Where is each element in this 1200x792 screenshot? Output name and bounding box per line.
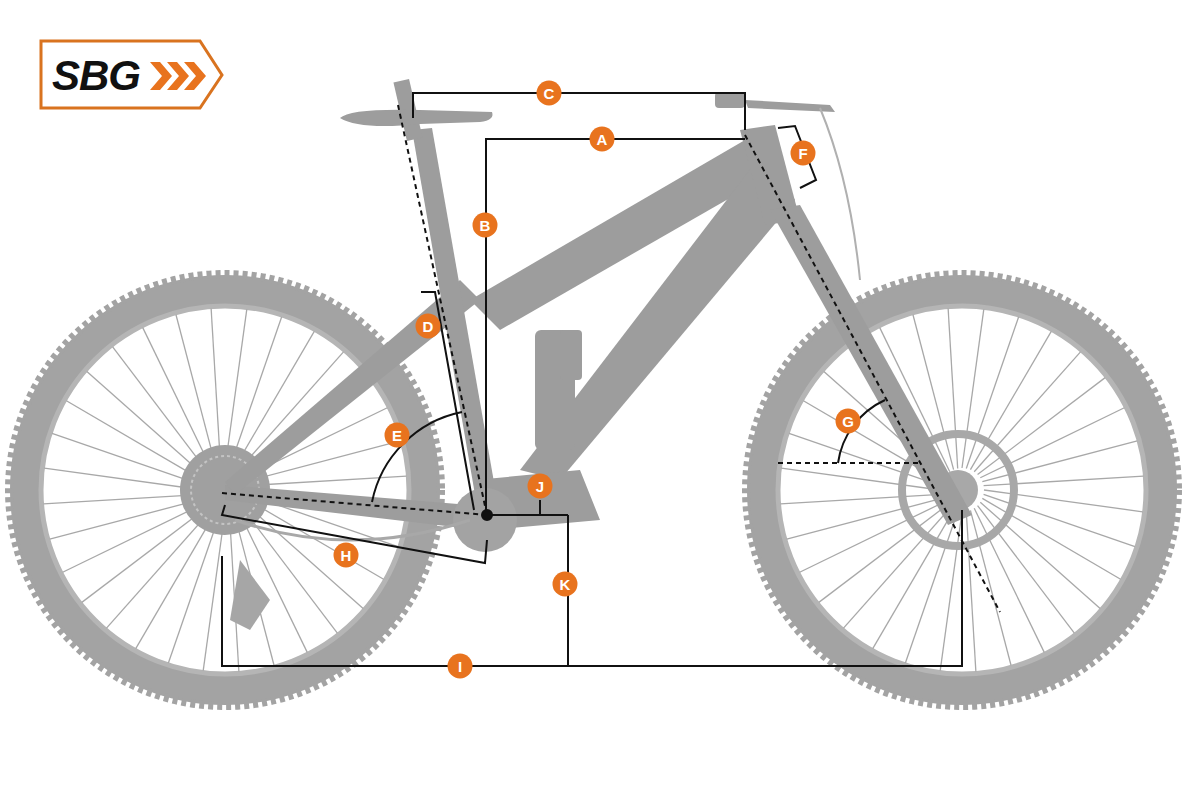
spoke	[87, 371, 207, 477]
spoke	[980, 408, 1124, 478]
geometry-lines	[222, 93, 1000, 666]
callout-number: I	[448, 654, 473, 679]
callout-number: K	[553, 572, 578, 597]
spoke	[176, 315, 217, 470]
spoke	[44, 468, 203, 490]
spoke	[50, 498, 205, 539]
logo-box: SBG	[52, 55, 140, 97]
callout-number: J	[528, 474, 553, 499]
callout-number: A	[590, 127, 615, 152]
callout-number: F	[791, 141, 816, 166]
spoke	[63, 502, 207, 572]
bike-frame	[225, 79, 972, 630]
spoke	[843, 508, 949, 628]
spoke	[974, 352, 1080, 472]
spoke	[143, 328, 213, 472]
callout-number: H	[334, 543, 359, 568]
callout-number: D	[416, 314, 441, 339]
spoke	[106, 508, 212, 628]
spoke	[966, 512, 976, 672]
spoke	[211, 309, 221, 469]
spoke	[225, 309, 247, 468]
spoke	[984, 476, 1144, 486]
spoke	[52, 433, 203, 485]
spoke	[781, 494, 941, 504]
spoke	[905, 512, 957, 663]
spoke	[962, 309, 984, 468]
logo-outline	[41, 41, 222, 108]
spoke	[948, 309, 958, 469]
spoke	[44, 494, 204, 504]
callout-number: E	[385, 423, 410, 448]
spoke	[247, 476, 407, 486]
spoke	[974, 508, 1044, 652]
callout-number: G	[836, 409, 861, 434]
logo-chevrons	[150, 62, 206, 90]
spoke	[980, 502, 1100, 608]
callout-number: C	[537, 81, 562, 106]
callout-number: B	[473, 213, 498, 238]
spoke	[781, 468, 940, 490]
spoke	[168, 512, 220, 663]
logo-text: SBG	[52, 55, 140, 97]
